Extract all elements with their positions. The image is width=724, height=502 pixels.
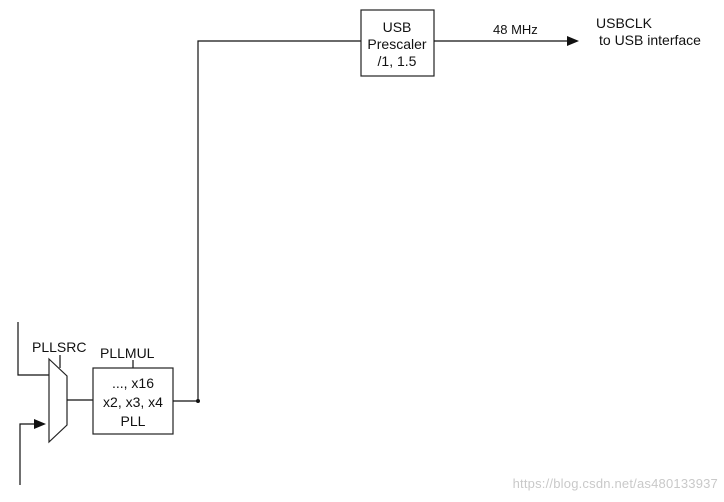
pllsrc-input-line-bottom [19, 419, 46, 485]
usb-prescaler-label-line1: USB [383, 19, 412, 35]
usbclk-label: USBCLK [596, 15, 653, 31]
usb-prescaler-label-line2: Prescaler [367, 36, 426, 52]
pll-block [92, 367, 174, 435]
usb-interface-label: to USB interface [599, 32, 701, 48]
pllsrc-label: PLLSRC [32, 339, 86, 355]
pll-label-line1: ..., x16 [112, 375, 154, 391]
pllsrc-input-line-top [17, 322, 50, 376]
junction-dot [196, 399, 200, 403]
pllmul-label: PLLMUL [100, 345, 155, 361]
pll-label-line3: PLL [121, 413, 146, 429]
usb-prescaler-block [360, 9, 435, 77]
usb-prescaler-label-line3: /1, 1.5 [378, 53, 417, 69]
frequency-label: 48 MHz [493, 22, 538, 37]
pllsrc-mux [48, 357, 68, 444]
pll-to-usb-line [173, 40, 361, 402]
watermark-url: https://blog.csdn.net/as480133937 [512, 476, 718, 491]
pll-label-line2: x2, x3, x4 [103, 394, 163, 410]
